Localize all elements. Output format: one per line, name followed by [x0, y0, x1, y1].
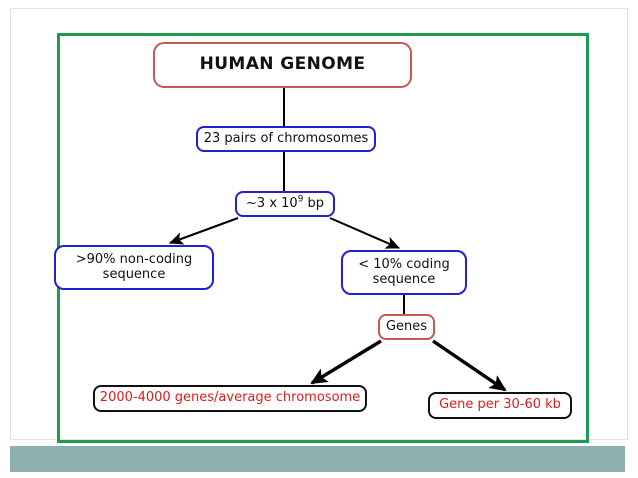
- node-base-pairs: ~3 x 109 bp: [235, 191, 335, 217]
- node-gene-density: Gene per 30-60 kb: [428, 392, 572, 419]
- node-chromosomes: 23 pairs of chromosomes: [196, 126, 376, 152]
- base-pairs-suffix: bp: [303, 195, 324, 211]
- node-coding-label: < 10% coding sequence: [358, 256, 450, 287]
- node-genes-per-chromosome-label: 2000-4000 genes/average chromosome: [99, 390, 361, 406]
- node-non-coding-label: >90% non-coding sequence: [75, 251, 193, 282]
- node-genes: Genes: [378, 314, 435, 340]
- node-base-pairs-label: ~3 x 109 bp: [246, 194, 324, 212]
- green-border-frame: [57, 33, 589, 443]
- base-pairs-prefix: ~3 x 10: [246, 195, 298, 211]
- node-genes-label: Genes: [385, 318, 428, 334]
- node-coding-line2: sequence: [372, 271, 436, 287]
- base-pairs-exponent: 9: [297, 194, 304, 205]
- node-human-genome-label: HUMAN GENOME: [199, 54, 366, 75]
- node-chromosomes-label: 23 pairs of chromosomes: [203, 130, 369, 146]
- node-genes-per-chromosome: 2000-4000 genes/average chromosome: [93, 385, 367, 412]
- node-coding: < 10% coding sequence: [341, 250, 467, 295]
- node-gene-density-label: Gene per 30-60 kb: [439, 397, 561, 413]
- node-non-coding-line1: >90% non-coding: [75, 251, 193, 267]
- node-non-coding: >90% non-coding sequence: [54, 245, 214, 290]
- node-human-genome: HUMAN GENOME: [153, 42, 412, 88]
- node-coding-line1: < 10% coding: [358, 256, 450, 272]
- node-non-coding-line2: sequence: [102, 266, 166, 282]
- footer-accent-bar: [10, 446, 625, 472]
